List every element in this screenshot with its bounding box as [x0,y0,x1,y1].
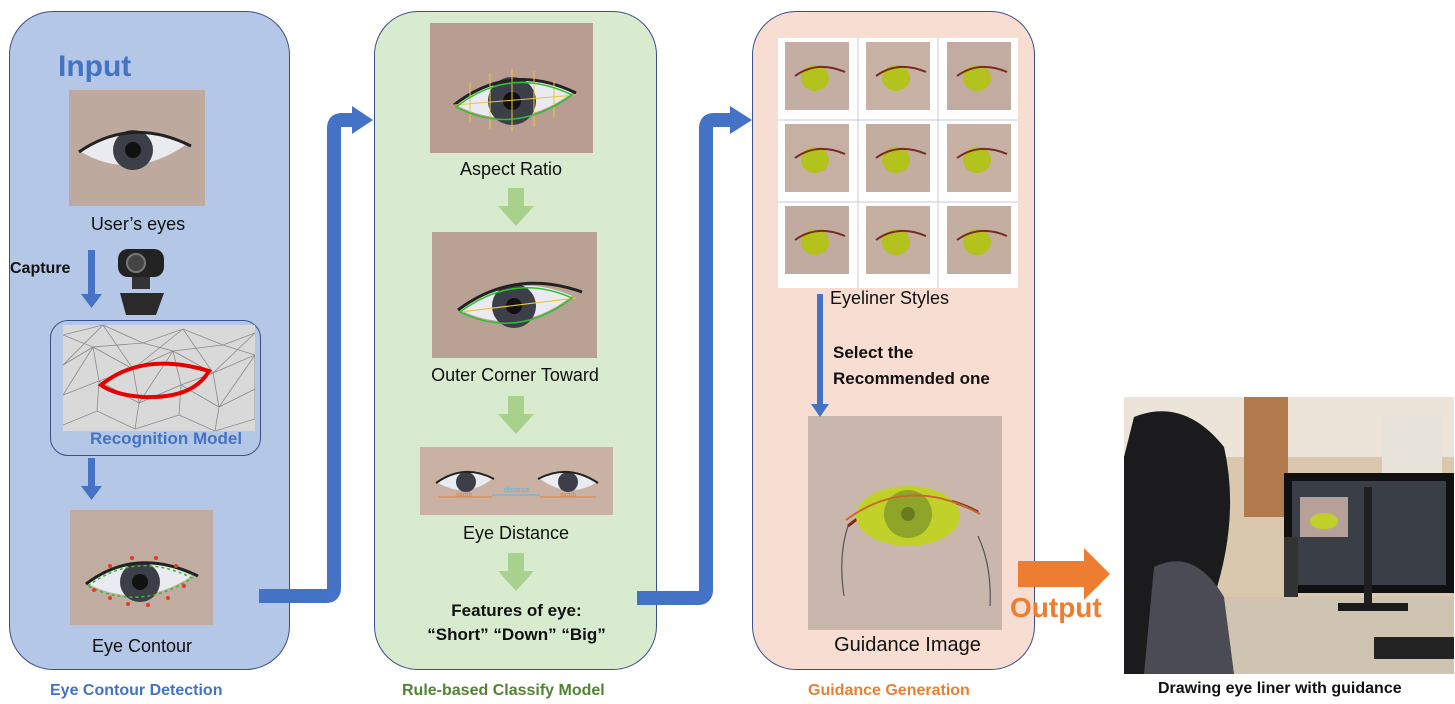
guidance-image-label: Guidance Image [834,634,981,656]
outer-corner-photo [432,232,597,358]
webcam-icon [118,249,164,315]
user-drawing-photo [1124,397,1454,674]
face-mesh-image [63,325,255,431]
features-line-1: Features of eye: [451,601,582,620]
user-eyes-label: User’s eyes [90,214,186,234]
features-line-2: “Short” “Down” “Big” [427,625,606,644]
down-arrow-icon [498,396,534,434]
capture-label: Capture [10,260,71,277]
panel2-caption: Rule-based Classify Model [402,682,605,699]
user-eye-photo [69,90,205,206]
eye-distance-photo: width distance width [420,447,613,515]
guidance-image-photo [808,416,1002,630]
select-line-1: Select the [833,343,914,362]
eye-contour-photo [70,510,213,625]
input-title: Input [58,50,132,83]
down-arrow-icon [498,188,534,226]
distance-label: distance [504,487,531,494]
width-right-label: width [560,492,577,499]
recognition-model-label: Recognition Model [90,429,243,448]
aspect-ratio-photo [430,23,593,153]
eye-distance-label: Eye Distance [462,523,570,543]
eye-contour-label: Eye Contour [91,636,193,656]
arrow-head-icon [352,106,373,134]
select-line-2: Recommended one [833,369,990,388]
outer-corner-label: Outer Corner Toward [431,365,599,385]
aspect-ratio-label: Aspect Ratio [459,159,563,179]
eyeliner-styles-grid [778,38,1018,288]
eyeliner-styles-label: Eyeliner Styles [830,288,950,308]
output-label: Output [1010,592,1102,623]
panel1-caption: Eye Contour Detection [50,682,223,699]
output-caption: Drawing eye liner with guidance [1158,680,1402,697]
panel3-caption: Guidance Generation [808,682,970,699]
arrow-head-icon [730,106,752,134]
down-arrow-icon [498,553,534,591]
width-left-label: width [456,492,473,499]
